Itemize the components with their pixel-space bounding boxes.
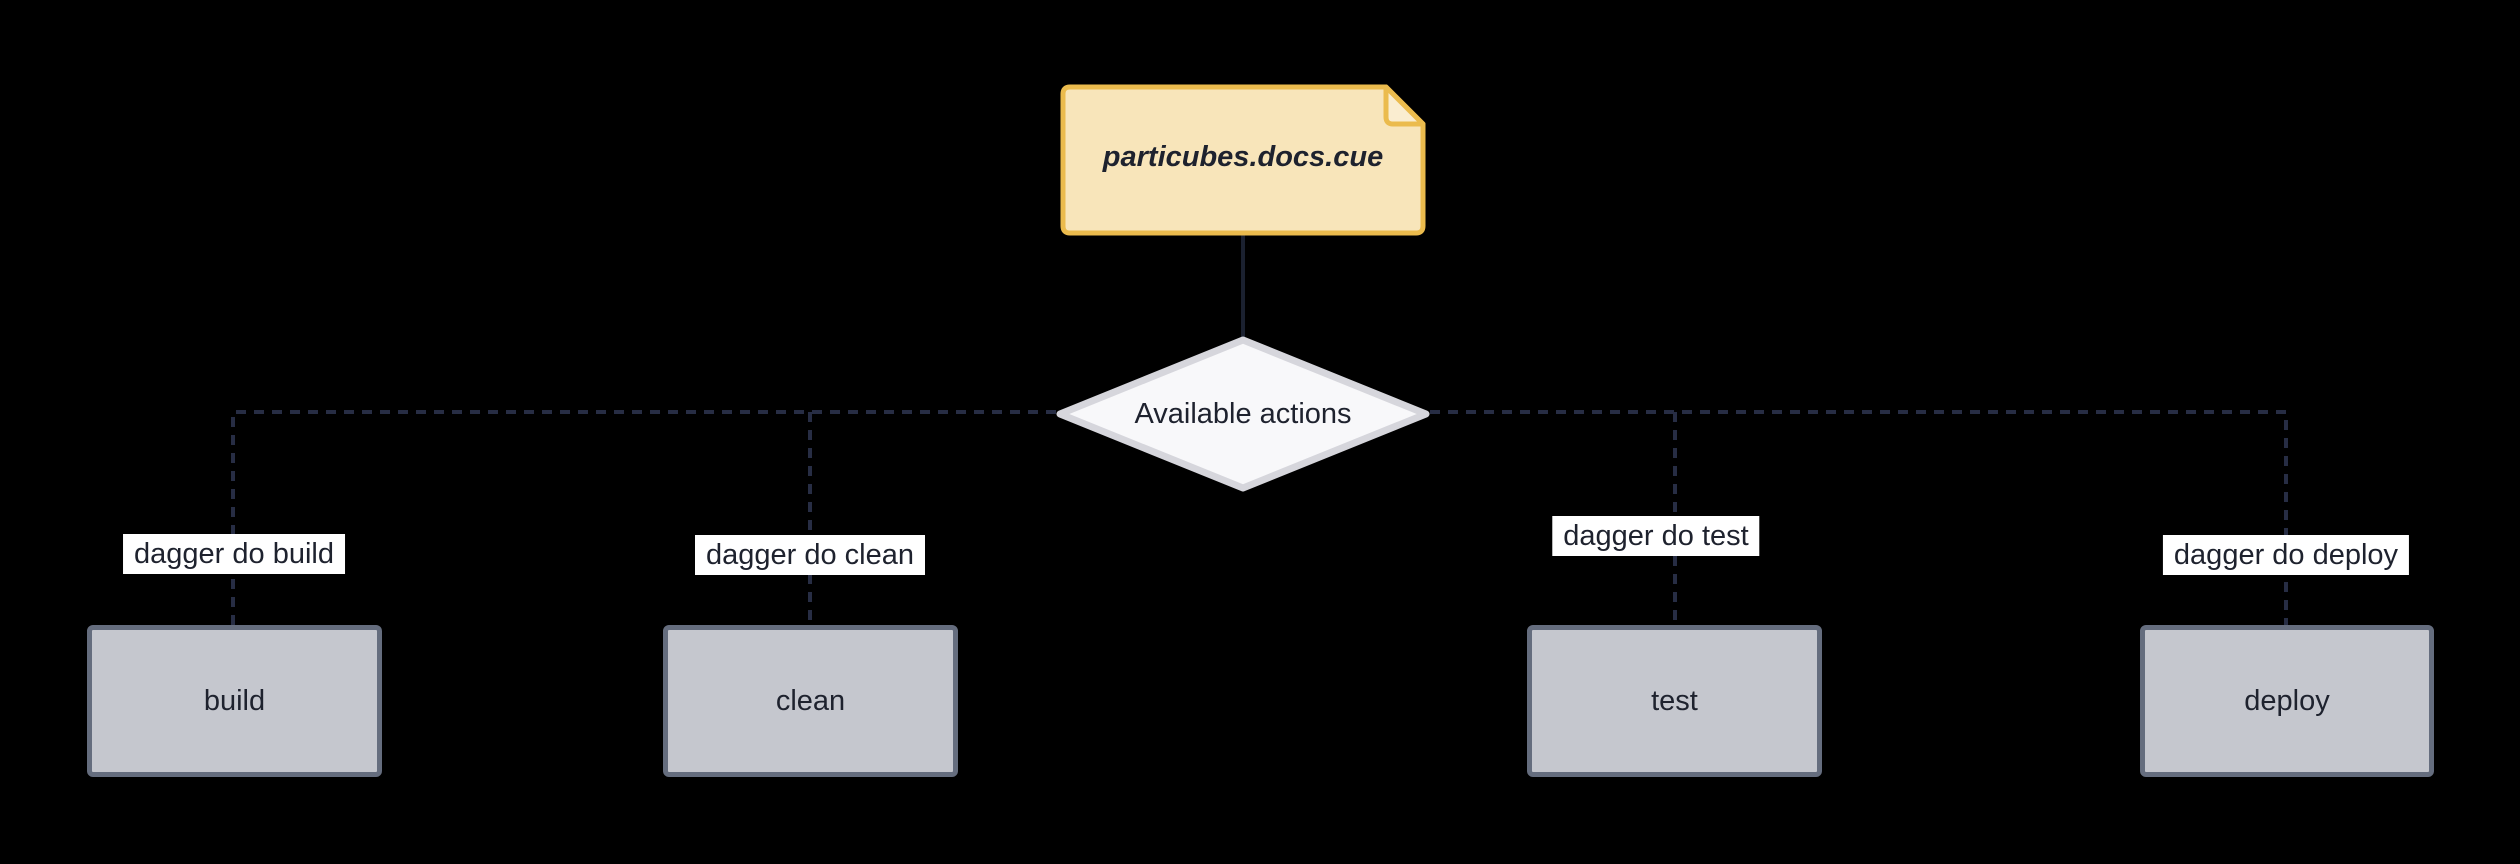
action-node-build: build (87, 625, 382, 777)
edge-label-test: dagger do test (1552, 516, 1760, 557)
note-body (1060, 84, 1426, 236)
edge-decision-to-build (231, 410, 1056, 625)
edge-label-build: dagger do build (123, 534, 345, 575)
note-fold-corner (1383, 84, 1426, 127)
action-node-test: test (1527, 625, 1822, 777)
note-label: particubes.docs.cue (1102, 140, 1384, 173)
edge-label-deploy: dagger do deploy (2162, 535, 2410, 576)
decision-label: Available actions (1134, 397, 1352, 430)
decision-diamond (1056, 336, 1430, 492)
note-shape (1060, 84, 1426, 236)
decision-shape (1056, 336, 1430, 492)
edge-label-clean: dagger do clean (695, 535, 925, 576)
action-node-deploy: deploy (2140, 625, 2434, 777)
action-node-clean: clean (663, 625, 958, 777)
